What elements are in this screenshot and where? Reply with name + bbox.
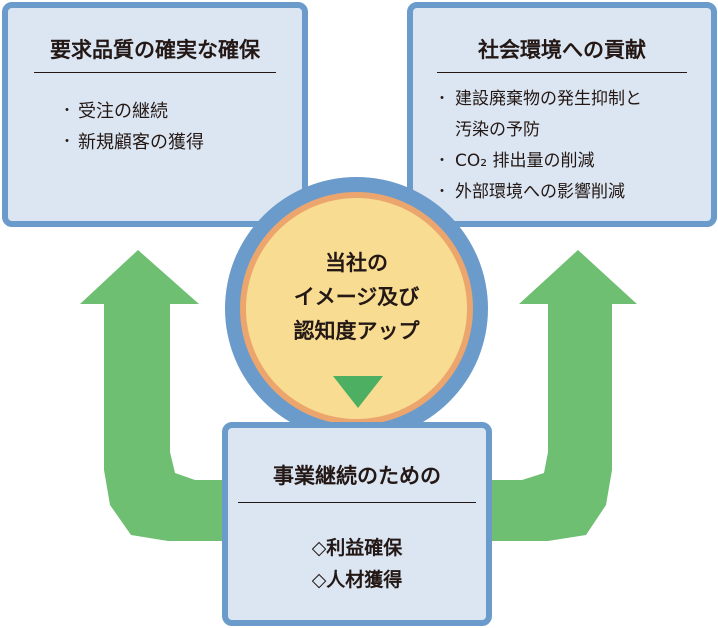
list-item: CO₂ 排出量の削減 <box>435 146 642 177</box>
quality-box-divider <box>34 72 276 73</box>
down-triangle-icon <box>333 376 383 408</box>
list-item-text-continued: 汚染の予防 <box>455 120 540 140</box>
list-item-text: 受注の継続 <box>78 101 168 122</box>
quality-box: 要求品質の確実な確保 受注の継続 新規顧客の獲得 <box>2 2 308 227</box>
society-box-title: 社会環境への貢献 <box>478 38 646 62</box>
society-box-list: 建設廃棄物の発生抑制と 汚染の予防 CO₂ 排出量の削減 外部環境への影響削減 <box>435 84 642 208</box>
quality-box-title: 要求品質の確実な確保 <box>50 38 260 62</box>
center-circle-line: 当社の <box>325 251 388 275</box>
list-item-text: 外部環境への影響削減 <box>455 182 625 202</box>
list-item: 受注の継続 <box>60 96 204 127</box>
list-item: ◇利益確保 <box>311 537 403 559</box>
center-circle-text: 当社の イメージ及び 認知度アップ <box>246 246 467 348</box>
left-up-arrow <box>80 250 228 541</box>
business-box-title: 事業継続のための <box>273 464 441 488</box>
business-box-list: ◇利益確保 ◇人材獲得 <box>228 532 486 596</box>
list-item-text: 建設廃棄物の発生抑制と <box>455 89 642 109</box>
quality-box-list: 受注の継続 新規顧客の獲得 <box>60 96 204 158</box>
list-item: 建設廃棄物の発生抑制と 汚染の予防 <box>435 84 642 146</box>
center-circle-ring: 当社の イメージ及び 認知度アップ <box>240 192 473 425</box>
list-item: 外部環境への影響削減 <box>435 177 642 208</box>
business-box: 事業継続のための ◇利益確保 ◇人材獲得 <box>222 422 492 626</box>
center-circle-core: 当社の イメージ及び 認知度アップ <box>246 198 467 419</box>
list-item: ◇人材獲得 <box>311 569 403 591</box>
right-up-arrow <box>490 250 637 541</box>
center-circle-line: イメージ及び <box>293 285 420 309</box>
list-item-text: CO₂ 排出量の削減 <box>455 151 595 171</box>
society-box-divider <box>437 72 687 73</box>
society-box: 社会環境への貢献 建設廃棄物の発生抑制と 汚染の予防 CO₂ 排出量の削減 外部… <box>407 2 717 227</box>
business-box-divider <box>238 502 476 503</box>
list-item-text: 新規顧客の獲得 <box>78 132 204 153</box>
center-circle: 当社の イメージ及び 認知度アップ <box>225 177 488 440</box>
list-item: 新規顧客の獲得 <box>60 127 204 158</box>
center-circle-line: 認知度アップ <box>293 319 420 343</box>
